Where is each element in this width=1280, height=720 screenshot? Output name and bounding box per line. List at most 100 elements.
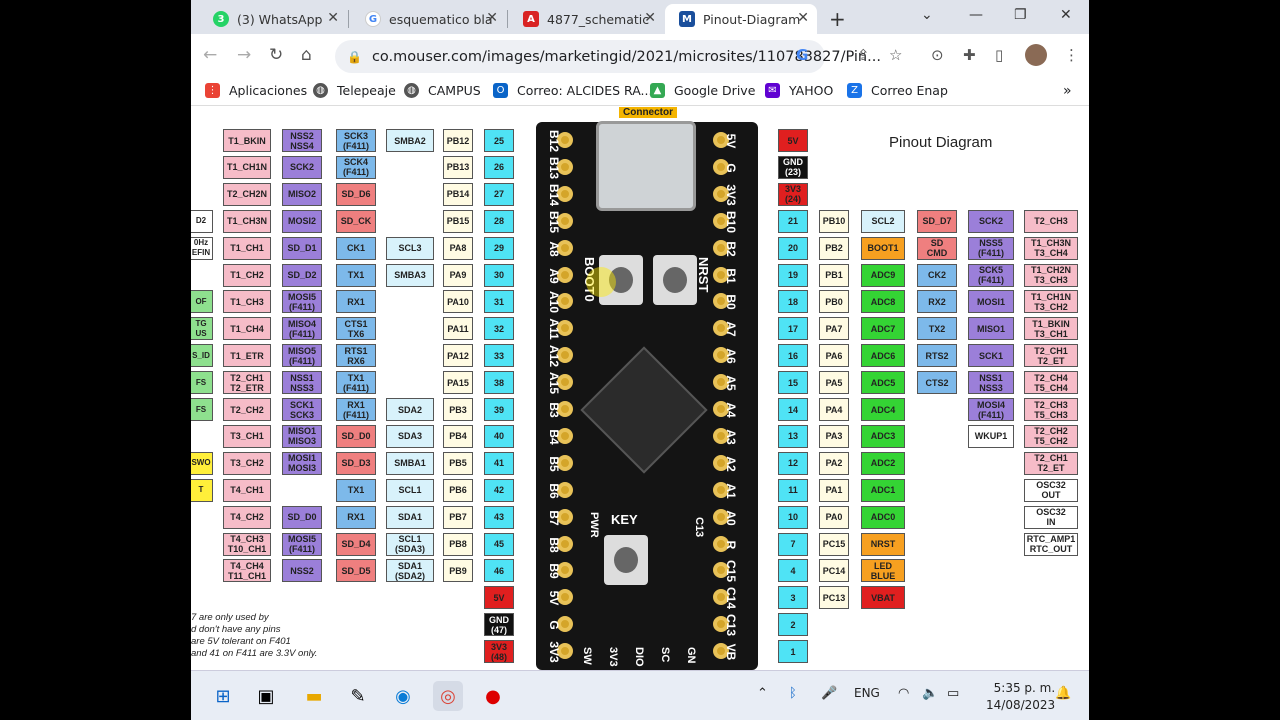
timer-function-label: T1_CH1	[223, 236, 271, 260]
minimize-button[interactable]: —	[969, 7, 983, 23]
side-panel-icon[interactable]: ▯	[995, 46, 1004, 64]
bookmark-campus[interactable]: ◍CAMPUS	[404, 83, 481, 98]
nrst-label: NRST	[696, 257, 711, 293]
board-pin-label: C13	[724, 614, 738, 637]
port-pin-label: PA7	[819, 317, 849, 341]
spi-function-label: MOSI1 MOSI3	[282, 451, 322, 475]
forward-button[interactable]: →	[237, 45, 252, 65]
new-tab-button[interactable]: +	[829, 7, 846, 31]
spi-function-label: MISO2	[282, 182, 322, 206]
tab-label: (3) WhatsApp	[237, 11, 323, 27]
bookmark-yahoo[interactable]: ✉YAHOO	[765, 83, 833, 98]
edge-icon[interactable]: ◉	[395, 685, 411, 707]
header-pin-hole	[557, 185, 573, 202]
notifications-icon[interactable]: 🔔	[1055, 686, 1072, 701]
timer-function-label: T1_BKIN T3_CH1	[1024, 317, 1078, 341]
bottom-header-label: GN	[685, 647, 697, 664]
battery-icon[interactable]: ▭	[947, 686, 960, 701]
bookmark-google-drive[interactable]: ▲Google Drive	[650, 83, 755, 98]
cropped-function-label: OF	[191, 290, 213, 314]
port-pin-label: PB9	[443, 559, 473, 583]
board-pin-label: B4	[547, 429, 561, 445]
reload-button[interactable]: ↻	[269, 45, 284, 65]
file-explorer-icon[interactable]: ▬	[305, 685, 323, 707]
timer-function-label: T1_CH1N T3_CH2	[1024, 290, 1078, 314]
timer-function-label: OSC32 OUT	[1024, 478, 1078, 502]
close-tab-icon[interactable]: ✕	[644, 10, 656, 26]
bookmark-telepeaje[interactable]: ◍Telepeaje	[313, 83, 396, 98]
pin-number-label: 26	[484, 155, 514, 179]
tool-app-icon[interactable]: ✎	[350, 685, 366, 707]
system-clock[interactable]: 5:35 p. m. 14/08/2023	[986, 681, 1056, 712]
back-button[interactable]: ←	[203, 45, 218, 65]
close-tab-icon[interactable]: ✕	[797, 10, 809, 26]
task-view-icon[interactable]: ▣	[257, 685, 275, 707]
close-window-button[interactable]: ✕	[1060, 7, 1072, 23]
pin-number-label: 13	[778, 424, 808, 448]
pin-number-label: 15	[778, 371, 808, 395]
boot0-button	[599, 255, 643, 305]
port-pin-label: PC14	[819, 559, 849, 583]
timer-function-label: T1_BKIN	[223, 129, 271, 152]
board-pin-label: 3V3	[724, 184, 738, 206]
board-pin-label: B15	[547, 210, 561, 233]
start-windows-icon[interactable]: ⊞	[215, 685, 231, 707]
tab-schematic-pdf[interactable]: A 4877_schematic ✕	[509, 4, 664, 34]
adc-function-label: ADC6	[861, 344, 905, 368]
board-pin-label: B12	[547, 129, 561, 152]
language-indicator[interactable]: ENG	[854, 686, 880, 700]
bluetooth-icon[interactable]: ᛒ	[789, 686, 797, 701]
menu-kebab-icon[interactable]: ⋮	[1064, 46, 1079, 64]
profile-avatar[interactable]	[1025, 44, 1047, 66]
port-pin-label: PC15	[819, 532, 849, 556]
microphone-icon[interactable]: 🎤	[821, 686, 838, 701]
spi-function-label: SCK1 SCK3	[282, 398, 322, 421]
tab-pinout-diagram[interactable]: M Pinout-Diagram ✕	[665, 4, 817, 34]
chrome-icon[interactable]: ◎	[433, 681, 463, 711]
header-pin-hole	[713, 239, 729, 256]
timer-function-label: T4_CH1	[223, 478, 271, 502]
tab-whatsapp[interactable]: 3 (3) WhatsApp ✕	[199, 4, 347, 34]
port-pin-label: PA6	[819, 344, 849, 368]
header-pin-hole	[557, 266, 573, 283]
bookmark-aplicaciones[interactable]: ⋮Aplicaciones	[205, 83, 307, 98]
pin-number-label: 18	[778, 290, 808, 314]
close-tab-icon[interactable]: ✕	[486, 10, 498, 26]
pin-number-label: 16	[778, 344, 808, 368]
port-pin-label: PB4	[443, 424, 473, 448]
extensions-puzzle-icon[interactable]: ✚	[963, 46, 976, 64]
bookmark-star-icon[interactable]: ☆	[889, 46, 903, 64]
close-tab-icon[interactable]: ✕	[327, 10, 339, 26]
google-lens-icon[interactable]: G	[796, 46, 809, 64]
pin-number-label: 38	[484, 371, 514, 395]
cropped-function-label: TG US	[191, 317, 213, 341]
uart-sd-function-label: SD_CK	[336, 209, 376, 233]
pin-number-label: 4	[778, 559, 808, 583]
extension-mouse-icon[interactable]: ⊙	[931, 46, 944, 64]
diagram-title: Pinout Diagram	[889, 134, 993, 151]
wifi-icon[interactable]: ◠	[898, 686, 910, 701]
home-button[interactable]: ⌂	[301, 45, 312, 65]
header-pin-hole	[557, 508, 573, 525]
spi-function-label: SD_D2	[282, 263, 322, 287]
header-pin-hole	[713, 132, 729, 148]
board-pin-label: A0	[724, 509, 738, 526]
share-icon[interactable]: ⇪	[857, 46, 870, 64]
record-icon[interactable]: ●	[485, 685, 501, 707]
volume-icon[interactable]: 🔈	[922, 686, 939, 701]
uart-sd-function-label: CK1	[336, 236, 376, 260]
header-pin-hole	[557, 212, 573, 229]
header-pin-hole	[713, 320, 729, 337]
tray-chevron-icon[interactable]: ⌃	[757, 686, 768, 701]
maximize-button[interactable]: ❐	[1014, 7, 1027, 23]
tab-esquematico[interactable]: G esquematico bla ✕	[351, 4, 506, 34]
bookmarks-overflow-icon[interactable]: »	[1063, 83, 1072, 99]
z-icon: Z	[847, 83, 862, 98]
board-pin-label: A9	[547, 267, 561, 284]
tab-search-icon[interactable]: ⌄	[921, 7, 933, 23]
address-bar[interactable]: 🔒 co.mouser.com/images/marketingid/2021/…	[335, 40, 881, 73]
windows-taskbar: ⊞ ▣ ▬ ✎ ◉ ◎ ● ⌃ ᛒ 🎤 ENG ◠ 🔈 ▭ 5:35 p. m.…	[191, 670, 1089, 720]
port-pin-label: PC13	[819, 586, 849, 610]
